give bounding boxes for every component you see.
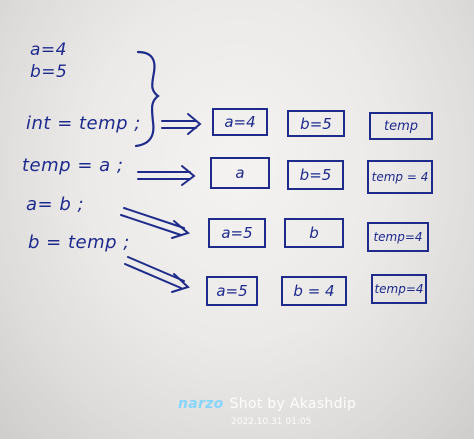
note-a-b: a= b ; — [26, 194, 85, 215]
box-row4-a: a=5 — [206, 276, 258, 306]
watermark-brand: narzo — [178, 396, 224, 412]
box-row2-b: b=5 — [287, 160, 344, 190]
watermark-timestamp: 2022.10.31 01:05 — [231, 417, 312, 427]
box-row4-temp: temp=4 — [371, 274, 427, 304]
note-temp-a: temp = a ; — [22, 155, 124, 176]
arrow-row-3 — [120, 207, 191, 239]
box-row2-a: a — [210, 157, 270, 189]
watermark-text: Shot by Akashdip — [229, 396, 357, 412]
curly-brace — [134, 50, 160, 148]
box-row4-b: b = 4 — [281, 276, 347, 306]
note-b-temp: b = temp ; — [28, 232, 130, 253]
box-row2-temp: temp = 4 — [367, 160, 433, 194]
watermark: narzo Shot by Akashdip — [178, 396, 356, 412]
box-row1-temp: temp — [369, 112, 433, 140]
note-a-assign: a=4 — [30, 40, 67, 60]
box-row3-a: a=5 — [208, 218, 266, 248]
box-row3-temp: temp=4 — [367, 222, 429, 252]
arrow-row-4 — [124, 256, 190, 293]
arrow-row-1 — [161, 113, 202, 135]
box-row3-b: b — [284, 218, 344, 248]
box-row1-b: b=5 — [287, 110, 345, 137]
note-int-temp: int = temp ; — [26, 113, 141, 134]
note-b-assign: b=5 — [30, 62, 68, 82]
box-row1-a: a=4 — [212, 108, 268, 136]
arrow-row-2 — [137, 165, 196, 186]
